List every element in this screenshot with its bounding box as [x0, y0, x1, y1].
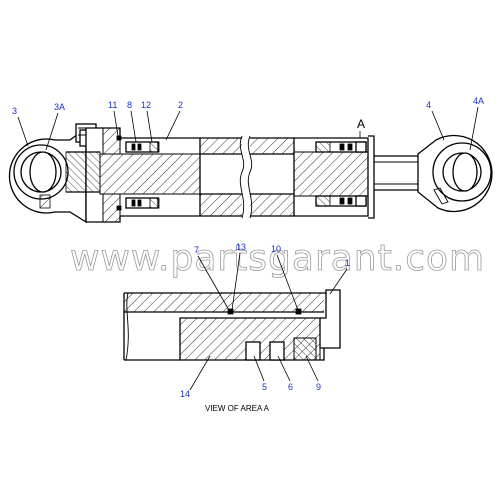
leader-11 [113, 110, 119, 137]
leader-4a [469, 106, 479, 151]
view-caption: VIEW OF AREA A [205, 404, 270, 413]
leader-1 [329, 268, 348, 295]
callout-3a: 3A [54, 102, 65, 112]
barrel-tube [200, 135, 294, 219]
leader-5 [253, 355, 265, 382]
callout-8: 8 [127, 100, 132, 110]
area-marker-label: A [357, 117, 365, 131]
callout-2: 2 [178, 100, 183, 110]
leader-8 [130, 110, 137, 143]
callout-13: 13 [236, 242, 246, 252]
leader-7 [197, 255, 231, 313]
lower-callouts: 7 13 10 1 14 5 6 9 [180, 242, 350, 399]
leader-13 [231, 252, 241, 311]
callout-12: 12 [141, 100, 151, 110]
callout-4: 4 [426, 100, 431, 110]
callout-4a: 4A [473, 96, 484, 106]
callout-9: 9 [316, 382, 321, 392]
callout-5: 5 [262, 382, 267, 392]
cylinder-section: A [8, 117, 493, 224]
callout-3: 3 [12, 106, 17, 116]
callout-7: 7 [194, 245, 199, 255]
leader-12 [146, 110, 153, 143]
area-a-detail [123, 289, 341, 361]
callout-14: 14 [180, 389, 190, 399]
leader-10 [276, 254, 299, 311]
callout-6: 6 [288, 382, 293, 392]
callout-10: 10 [271, 244, 281, 254]
leader-6 [277, 355, 291, 382]
callout-1: 1 [345, 258, 350, 268]
leader-3 [17, 116, 29, 147]
rod-gland [293, 135, 375, 219]
upper-callouts: 3 3A 11 8 12 2 4 4A [12, 96, 484, 151]
rod-end-eye [417, 134, 493, 213]
leader-3a [45, 112, 59, 151]
piston-rod [374, 155, 418, 191]
leader-14 [189, 355, 211, 391]
leader-9 [305, 355, 319, 382]
callout-11: 11 [108, 100, 117, 110]
leader-4 [431, 110, 445, 141]
watermark: www.partsgarant.com [70, 238, 485, 279]
leader-2 [165, 110, 181, 141]
cylinder-head [65, 127, 201, 223]
